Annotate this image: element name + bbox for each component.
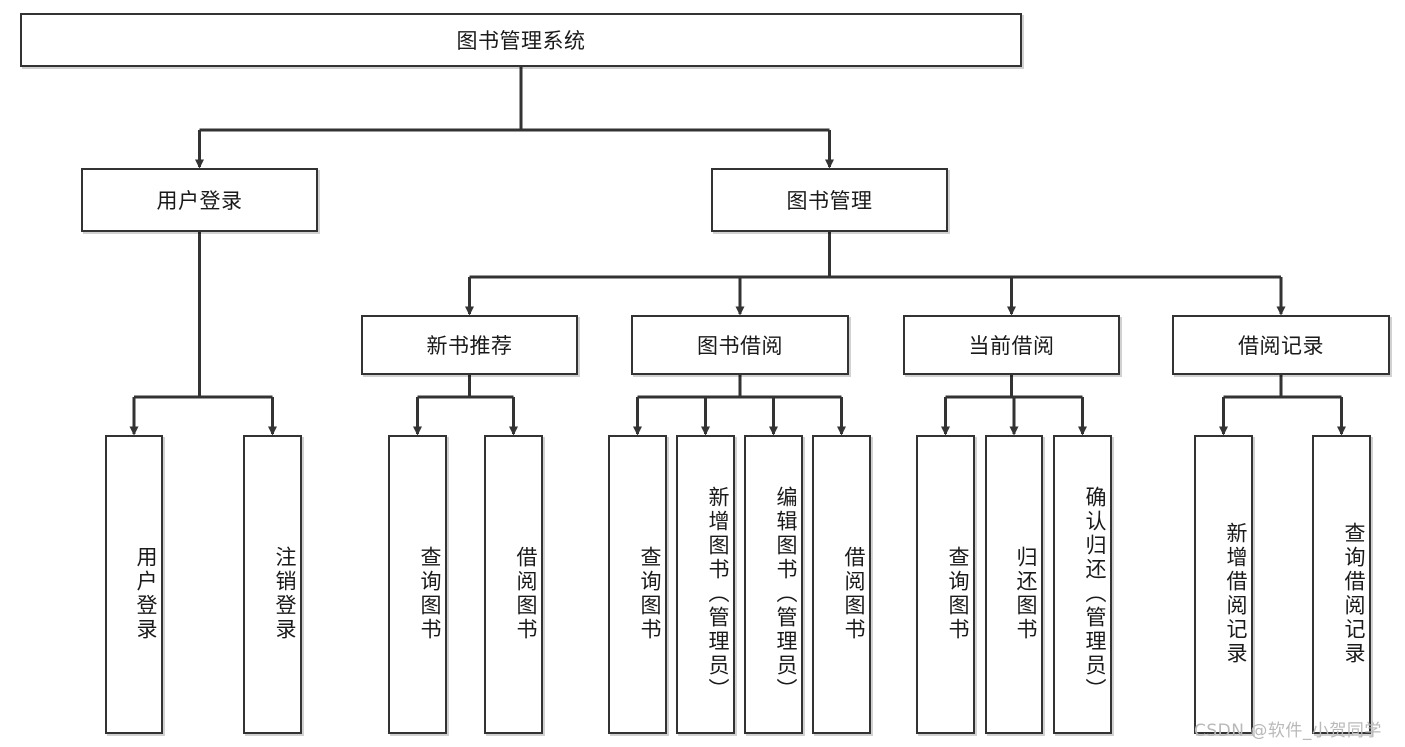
leaf-node-leaf-add-record[interactable]: 新增借阅记录 [1194, 435, 1253, 734]
node-label: 新增借阅记录 [1224, 521, 1248, 666]
node-label: 用户登录 [134, 545, 158, 642]
leaf-node-leaf-add-book[interactable]: 新增图书（管理员） [676, 435, 735, 734]
root-node-root[interactable]: 图书管理系统 [20, 13, 1022, 67]
level3-node-current-borrow[interactable]: 当前借阅 [903, 315, 1120, 375]
node-label: 确认归还（管理员） [1083, 485, 1107, 702]
csdn-watermark: CSDN @软件_小贺同学 [1194, 721, 1382, 741]
node-label: 当前借阅 [968, 334, 1055, 358]
node-label: 图书管理 [786, 189, 873, 213]
leaf-node-leaf-borrow-book-2[interactable]: 借阅图书 [812, 435, 871, 734]
node-label: 归还图书 [1014, 545, 1038, 642]
leaf-node-leaf-borrow-book-1[interactable]: 借阅图书 [484, 435, 543, 734]
leaf-node-leaf-query-book-2[interactable]: 查询图书 [608, 435, 667, 734]
node-label: 查询图书 [946, 545, 970, 642]
node-label: 查询借阅记录 [1342, 521, 1366, 666]
level2-node-book-management[interactable]: 图书管理 [711, 168, 948, 232]
node-label: 借阅记录 [1238, 334, 1324, 358]
leaf-node-leaf-user-logout[interactable]: 注销登录 [243, 435, 302, 734]
node-label: 图书借阅 [697, 334, 783, 358]
leaf-node-leaf-query-book-3[interactable]: 查询图书 [916, 435, 975, 734]
level3-node-borrow-record[interactable]: 借阅记录 [1172, 315, 1390, 375]
leaf-node-leaf-user-login[interactable]: 用户登录 [105, 435, 163, 734]
node-label: 查询图书 [638, 545, 662, 642]
leaf-node-leaf-confirm-return[interactable]: 确认归还（管理员） [1053, 435, 1112, 734]
node-label: 新增图书（管理员） [706, 485, 730, 702]
leaf-node-leaf-edit-book[interactable]: 编辑图书（管理员） [744, 435, 803, 734]
node-label: 编辑图书（管理员） [774, 485, 798, 702]
level2-node-user-login[interactable]: 用户登录 [81, 168, 318, 232]
node-label: 借阅图书 [514, 545, 538, 642]
node-label: 借阅图书 [842, 545, 866, 642]
leaf-node-leaf-return-book[interactable]: 归还图书 [985, 435, 1043, 734]
node-label: 注销登录 [273, 545, 297, 642]
node-label: 新书推荐 [426, 334, 513, 358]
node-label: 图书管理系统 [456, 29, 586, 53]
node-label: 用户登录 [156, 189, 243, 213]
leaf-node-leaf-query-record[interactable]: 查询借阅记录 [1312, 435, 1371, 734]
level3-node-new-book-recommend[interactable]: 新书推荐 [361, 315, 578, 375]
level3-node-book-borrow[interactable]: 图书借阅 [631, 315, 849, 375]
node-label: 查询图书 [418, 545, 442, 642]
leaf-node-leaf-query-book-1[interactable]: 查询图书 [388, 435, 447, 734]
